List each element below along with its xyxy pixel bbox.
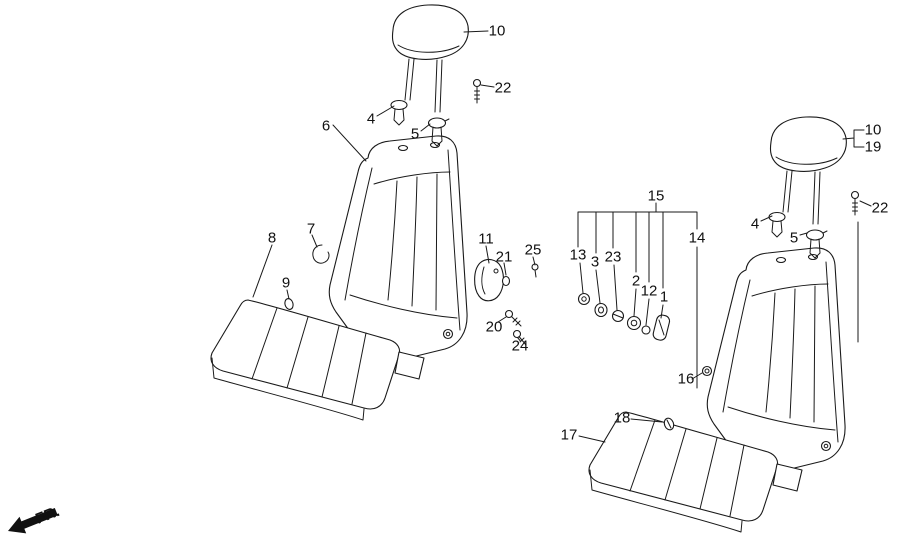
bolt-part-12 bbox=[641, 325, 651, 335]
callout-18: 18 bbox=[614, 410, 631, 427]
cap-part-23-slot bbox=[612, 313, 624, 319]
bushing-part-3 bbox=[594, 302, 608, 318]
callout-5-left: 5 bbox=[411, 126, 419, 143]
leader-lines-left bbox=[252, 30, 536, 341]
callout-24: 24 bbox=[512, 338, 529, 355]
hook-part-7 bbox=[312, 244, 330, 264]
callout-13: 13 bbox=[570, 247, 587, 264]
screw-part-20-shaft bbox=[511, 316, 522, 327]
clip-part-18-slot bbox=[666, 419, 672, 429]
leader-lines-right bbox=[578, 129, 872, 443]
screw-part-20-head bbox=[504, 309, 514, 319]
bolt-part-16 bbox=[701, 365, 713, 377]
callout-16: 16 bbox=[678, 371, 695, 388]
callout-9: 9 bbox=[282, 275, 290, 292]
leader-lines bbox=[252, 30, 872, 443]
callout-12: 12 bbox=[641, 283, 658, 300]
fr-label: FR. bbox=[33, 503, 62, 528]
grommet-part-21 bbox=[501, 275, 511, 287]
ring-part-13-hole bbox=[581, 296, 587, 302]
lever-knob-part-1-detail bbox=[658, 319, 665, 336]
callout-21: 21 bbox=[496, 249, 513, 266]
callout-1: 1 bbox=[660, 289, 668, 306]
screw-part-24-shaft bbox=[518, 336, 527, 346]
bolt-part-16-hole bbox=[704, 368, 710, 374]
recliner-hardware-cluster bbox=[577, 292, 671, 341]
bushing-part-3-hole bbox=[598, 306, 604, 314]
callout-23: 23 bbox=[605, 249, 622, 266]
right-seat-hardware bbox=[663, 365, 713, 431]
callout-7: 7 bbox=[307, 221, 315, 238]
left-seat-hardware bbox=[284, 244, 539, 346]
callout-15: 15 bbox=[648, 188, 665, 205]
callout-25: 25 bbox=[525, 242, 542, 259]
fr-direction-indicator: FR. bbox=[8, 503, 62, 534]
callout-4-left: 4 bbox=[367, 111, 375, 128]
ring-part-13 bbox=[577, 292, 591, 306]
leader-lines-middle bbox=[577, 202, 703, 389]
callout-22-left: 22 bbox=[495, 80, 512, 97]
callout-10-left: 10 bbox=[489, 23, 506, 40]
callout-10-right: 10 bbox=[865, 122, 882, 139]
callout-17: 17 bbox=[561, 427, 578, 444]
left-seat-illustration bbox=[210, 4, 482, 421]
callout-6: 6 bbox=[322, 118, 330, 135]
fr-arrow-icon bbox=[8, 507, 58, 534]
clip-part-9 bbox=[284, 298, 294, 310]
washer-part-2 bbox=[626, 315, 642, 331]
callout-22-right: 22 bbox=[872, 200, 889, 217]
callout-14: 14 bbox=[689, 230, 706, 247]
washer-part-2-hole bbox=[630, 319, 638, 327]
callout-11: 11 bbox=[478, 231, 494, 248]
callout-19: 19 bbox=[865, 139, 882, 156]
callout-8: 8 bbox=[268, 230, 276, 247]
recliner-knob-detail bbox=[481, 266, 486, 295]
callout-4-right: 4 bbox=[751, 216, 759, 233]
callout-20: 20 bbox=[486, 319, 503, 336]
callout-5-right: 5 bbox=[790, 230, 798, 247]
recliner-knob-hole bbox=[493, 268, 499, 274]
recliner-knob-part-11 bbox=[474, 258, 504, 302]
pin-part-25-shaft bbox=[534, 269, 537, 278]
callout-3: 3 bbox=[591, 254, 599, 271]
callout-2: 2 bbox=[632, 273, 640, 290]
